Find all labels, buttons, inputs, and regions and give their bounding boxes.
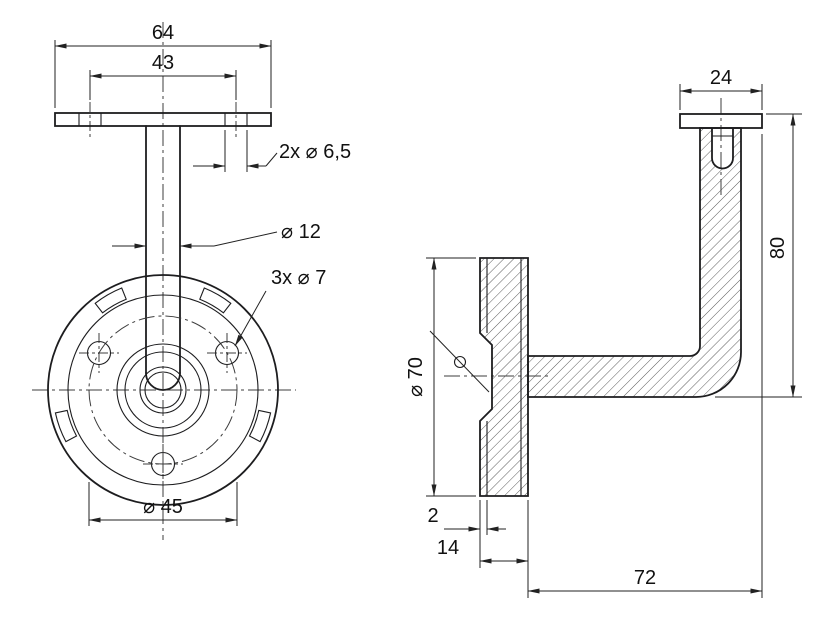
dim-height: 80 xyxy=(715,113,802,398)
dim-stem-diameter: ⌀ 12 xyxy=(112,221,321,249)
plate-outline xyxy=(54,112,272,127)
wall-plate-section xyxy=(429,257,529,497)
leader-line xyxy=(234,290,267,347)
rim-slot xyxy=(248,409,272,443)
top-mounting-plate xyxy=(54,112,272,127)
callout-circle xyxy=(453,355,467,369)
saddle-plate xyxy=(679,113,763,129)
leader-line xyxy=(429,330,490,393)
dim-plate-width: 64 xyxy=(54,22,272,108)
front-center-lines xyxy=(32,22,296,540)
dim-label-43: 43 xyxy=(152,52,174,74)
dim-label-2: 2 xyxy=(427,505,438,527)
center-hole-circle xyxy=(139,366,187,414)
rim-slot xyxy=(199,287,232,314)
boss-circle xyxy=(116,343,210,437)
dim-hole-spacing: 43 xyxy=(89,52,237,100)
dim-label-72: 72 xyxy=(634,567,656,589)
rim-slot xyxy=(94,287,127,314)
dim-rim-thickness: 2 xyxy=(427,500,506,568)
leader-line xyxy=(265,152,278,167)
dim-bolt-circle: ⌀ 45 xyxy=(88,482,238,526)
dim-label-64: 64 xyxy=(152,22,174,44)
dim-reach: 72 xyxy=(527,134,763,598)
stem xyxy=(145,125,181,391)
bracket-arm-section xyxy=(527,127,742,398)
boss-circle xyxy=(124,351,202,429)
dim-label-2x-6-5: 2x ⌀ 6,5 xyxy=(279,141,351,163)
dim-label-d45: ⌀ 45 xyxy=(143,496,183,518)
base-plate-face-circle xyxy=(67,294,259,486)
dim-base-diameter: ⌀ 70 xyxy=(405,257,476,497)
dim-label-24: 24 xyxy=(710,67,732,89)
stem-bottom xyxy=(145,372,181,391)
mounting-holes xyxy=(79,333,247,484)
dim-label-14: 14 xyxy=(437,537,459,559)
dim-base-depth: 14 xyxy=(437,500,529,598)
arm-outline xyxy=(527,127,742,398)
base-plate xyxy=(47,274,279,506)
dim-label-3x-7: 3x ⌀ 7 xyxy=(271,267,326,289)
wall-plate-outline xyxy=(479,257,529,497)
side-view: 24 80 ⌀ 70 2 14 7 xyxy=(405,67,802,598)
leader-line xyxy=(213,231,278,247)
dim-saddle-width: 24 xyxy=(679,67,763,110)
dim-label-80: 80 xyxy=(767,237,789,259)
callout-base-holes: 3x ⌀ 7 xyxy=(234,267,326,347)
handrail-saddle xyxy=(679,113,763,129)
dim-slot-holes: 2x ⌀ 6,5 xyxy=(193,130,351,172)
front-view: 64 43 2x ⌀ 6,5 ⌀ 12 3x ⌀ 7 xyxy=(32,22,351,540)
rim-slot xyxy=(54,409,78,443)
center-hole-circle xyxy=(144,371,182,409)
dim-label-d70: ⌀ 70 xyxy=(405,357,427,397)
dim-label-d12: ⌀ 12 xyxy=(281,221,321,243)
base-plate-outer-circle xyxy=(47,274,279,506)
